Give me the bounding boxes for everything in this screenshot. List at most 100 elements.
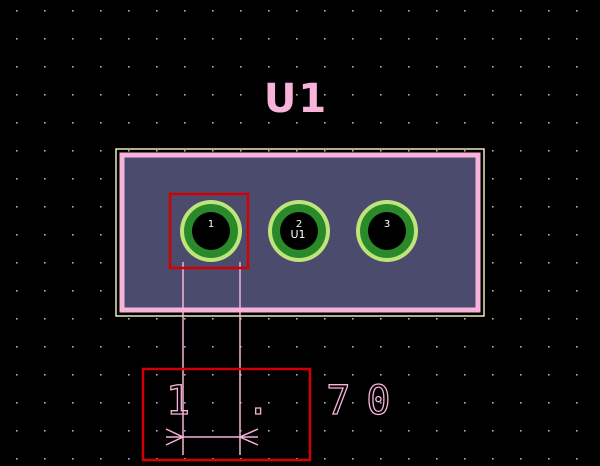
grid-dot [16,10,18,12]
grid-dot [520,66,522,68]
grid-dot [464,458,466,460]
grid-dot [436,346,438,348]
grid-dot [492,234,494,236]
grid-dot [380,122,382,124]
grid-dot [72,122,74,124]
grid-dot [296,66,298,68]
grid-dot [324,66,326,68]
grid-dot [268,346,270,348]
grid-dot [324,122,326,124]
grid-dot [408,374,410,376]
grid-dot [324,38,326,40]
pad-3[interactable]: 3 [356,200,418,262]
grid-dot [212,402,214,404]
grid-dot [436,430,438,432]
grid-dot [380,458,382,460]
grid-dot [268,318,270,320]
grid-dot [492,402,494,404]
grid-dot [240,374,242,376]
grid-dot [212,374,214,376]
grid-dot [128,318,130,320]
grid-dot [16,430,18,432]
grid-dot [520,206,522,208]
grid-dot [520,346,522,348]
grid-dot [436,38,438,40]
grid-dot [436,10,438,12]
pad-2-number: 2 [296,219,302,230]
grid-dot [156,94,158,96]
grid-dot [44,122,46,124]
selection-highlight-pad-1 [168,192,250,270]
grid-dot [352,402,354,404]
grid-dot [520,430,522,432]
grid-dot [156,318,158,320]
grid-dot [464,402,466,404]
grid-dot [492,458,494,460]
grid-dot [240,150,242,152]
pad-1[interactable]: 1 [180,200,242,262]
grid-dot [156,402,158,404]
grid-dot [212,150,214,152]
dimension-value-label[interactable]: 1 . 70 [165,377,407,424]
grid-dot [520,374,522,376]
grid-dot [548,262,550,264]
grid-dot [16,346,18,348]
grid-dot [548,234,550,236]
grid-dot [72,206,74,208]
grid-dot [16,234,18,236]
grid-dot [408,150,410,152]
grid-dot [156,150,158,152]
grid-dot [436,318,438,320]
grid-dot [408,458,410,460]
grid-dot [380,66,382,68]
grid-dot [72,374,74,376]
grid-dot [44,234,46,236]
grid-dot [324,374,326,376]
pad-2[interactable]: 2 U1 [268,200,330,262]
grid-dot [296,38,298,40]
grid-dot [492,430,494,432]
grid-dot [240,66,242,68]
grid-dot [464,122,466,124]
grid-dot [156,10,158,12]
grid-dot [408,10,410,12]
grid-dot [352,122,354,124]
grid-dot [520,178,522,180]
grid-dot [44,458,46,460]
grid-dot [296,430,298,432]
grid-dot [212,66,214,68]
grid-dot [16,262,18,264]
grid-dot [380,374,382,376]
grid-dot [352,374,354,376]
grid-dot [156,346,158,348]
grid-dot [548,10,550,12]
grid-dot [240,318,242,320]
grid-dot [408,318,410,320]
grid-dot [268,150,270,152]
grid-dot [100,262,102,264]
grid-dot [240,430,242,432]
grid-dot [156,66,158,68]
pad-1-number: 1 [208,219,214,230]
grid-dot [576,178,578,180]
grid-dot [296,402,298,404]
grid-dot [100,150,102,152]
grid-dot [576,458,578,460]
grid-dot [576,66,578,68]
pad-3-drill-hole [368,212,406,250]
reference-designator-label[interactable]: U1 [264,76,328,122]
grid-dot [296,318,298,320]
grid-dot [100,290,102,292]
grid-dot [548,150,550,152]
grid-dot [184,122,186,124]
grid-dot [576,234,578,236]
grid-dot [296,122,298,124]
grid-dot [184,94,186,96]
grid-dot [128,346,130,348]
grid-dot [548,178,550,180]
grid-dot [72,66,74,68]
grid-dot [296,150,298,152]
pad-2-reference-label: U1 [290,228,305,241]
